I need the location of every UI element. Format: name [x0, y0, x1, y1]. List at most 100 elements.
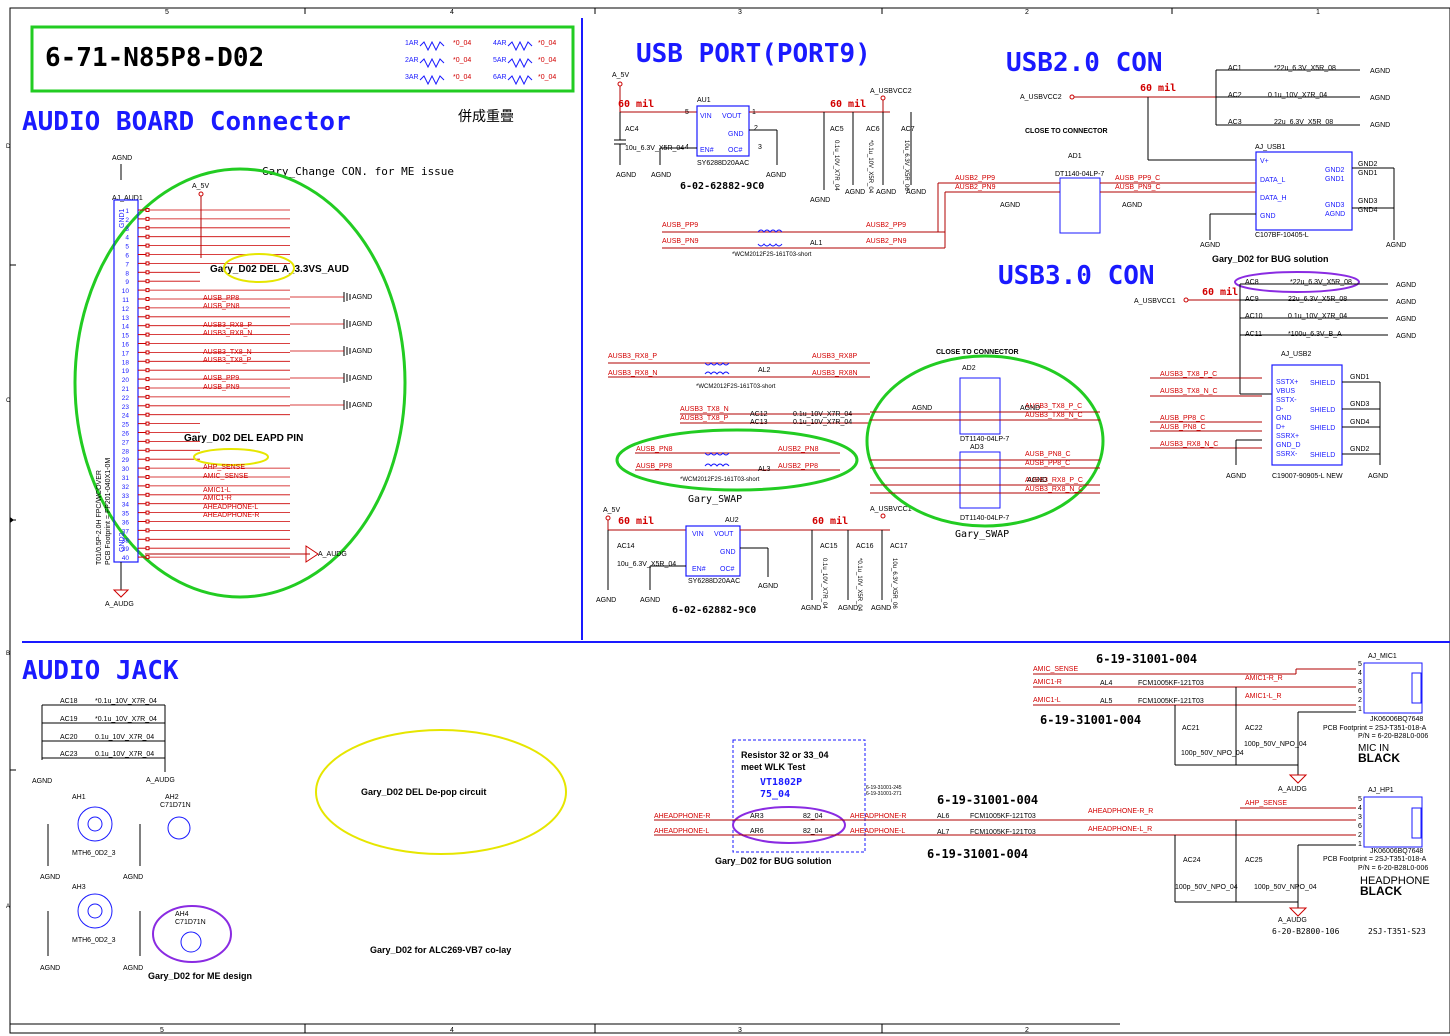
svg-text:*0_04: *0_04: [453, 40, 471, 47]
agnd-label: AGND: [352, 294, 372, 301]
audio-jack-section: AUDIO JACK AC18 AC19 AC20 AC23 *0.1u_10V…: [22, 652, 1430, 981]
svg-text:OC#: OC#: [728, 147, 743, 154]
svg-text:C71D71N: C71D71N: [160, 802, 191, 809]
svg-text:AHEADPHONE-R: AHEADPHONE-R: [654, 813, 710, 820]
row-label: B: [6, 651, 10, 657]
col-label: 3: [738, 9, 742, 16]
svg-text:AUSB_PN8_C: AUSB_PN8_C: [1160, 424, 1206, 431]
svg-text:AC4: AC4: [625, 126, 639, 133]
svg-text:GND1: GND1: [1325, 176, 1345, 183]
svg-text:DT1140-04LP-7: DT1140-04LP-7: [960, 436, 1009, 443]
svg-text:FCM1005KF-121T03: FCM1005KF-121T03: [1138, 698, 1204, 705]
usb-port-title: USB PORT(PORT9): [636, 39, 871, 69]
svg-text:3: 3: [758, 144, 762, 151]
svg-text:6-19-31001-004: 6-19-31001-004: [1096, 652, 1197, 666]
svg-text:AD2: AD2: [962, 365, 976, 372]
fpc-pin-pad: [145, 394, 150, 399]
svg-text:GND4: GND4: [1350, 419, 1370, 426]
svg-text:AC24: AC24: [1183, 857, 1201, 864]
svg-text:*0.1u_10V_X5R_04: *0.1u_10V_X5R_04: [856, 558, 862, 612]
svg-text:DT1140-04LP-7: DT1140-04LP-7: [1055, 171, 1104, 178]
svg-text:5AR: 5AR: [493, 57, 507, 64]
svg-text:SSTX-: SSTX-: [1276, 397, 1297, 404]
fpc-pin-number: 12: [122, 306, 130, 313]
svg-text:AGND: AGND: [40, 874, 60, 881]
fpc-pin-number: 38: [122, 537, 130, 544]
bug-note: Gary_D02 for BUG solution: [1212, 254, 1329, 264]
usb3-title: USB3.0 CON: [998, 261, 1155, 291]
svg-text:AH1: AH1: [72, 794, 86, 801]
svg-text:AL1: AL1: [810, 240, 823, 247]
mounting-hole-ah4: AH4 C71D71N: [152, 905, 232, 963]
svg-text:0.1u_10V_X7R_04: 0.1u_10V_X7R_04: [1288, 313, 1347, 320]
svg-text:2: 2: [754, 125, 758, 132]
fpc-pin-number: 35: [122, 511, 130, 518]
svg-text:AUSB3_TX8_P_C: AUSB3_TX8_P_C: [1025, 403, 1082, 410]
fpc-pin-number: 40: [122, 555, 130, 562]
svg-text:0.1u_10V_X7R_04: 0.1u_10V_X7R_04: [793, 419, 852, 426]
svg-text:22u_6.3V_X5R_08: 22u_6.3V_X5R_08: [1288, 296, 1347, 303]
svg-text:AGND: AGND: [1200, 242, 1220, 249]
fpc-pin-pad: [145, 537, 150, 542]
svg-text:AC13: AC13: [750, 419, 768, 426]
svg-text:AC19: AC19: [60, 716, 78, 723]
agnd-symbol: [343, 400, 351, 410]
fpc-pin-pad: [145, 386, 150, 390]
svg-text:T01/0.5P-2.0H FPC/WCOVER: T01/0.5P-2.0H FPC/WCOVER: [96, 470, 103, 565]
fpc-pin-number: 32: [122, 484, 130, 491]
svg-text:AUSB_PN8_C: AUSB_PN8_C: [1025, 451, 1071, 458]
svg-text:AUSB2_PN8: AUSB2_PN8: [778, 446, 819, 453]
fpc-pin-pad: [145, 279, 150, 284]
svg-text:*WCM2012F2S-161T03-short: *WCM2012F2S-161T03-short: [732, 252, 812, 258]
fpc-pin-pad: [145, 377, 150, 382]
fpc-pin-pad: [145, 314, 150, 319]
fpc-pin-pad: [145, 243, 150, 248]
svg-text:100p_50V_NPO_04: 100p_50V_NPO_04: [1244, 741, 1307, 748]
svg-text:D-: D-: [1276, 406, 1284, 413]
usb3-section: USB3.0 CON A_USBVCC1 60 mil AC8 AC9 AC10…: [865, 261, 1416, 540]
svg-text:AC5: AC5: [830, 126, 844, 133]
svg-text:AC1: AC1: [1228, 65, 1242, 72]
svg-text:*0.1u_10V_X7R_04: *0.1u_10V_X7R_04: [95, 716, 157, 723]
svg-text:AGND: AGND: [906, 189, 926, 196]
svg-text:AC17: AC17: [890, 543, 908, 550]
col-label: 4: [450, 1027, 454, 1034]
svg-text:AHEADPHONE-R_R: AHEADPHONE-R_R: [1088, 808, 1153, 815]
title-box: 6-71-N85P8-D02 1AR *0_04 4AR *0_04 2AR *…: [30, 25, 575, 93]
fpc-pin-number: 33: [122, 493, 130, 500]
svg-text:GND2: GND2: [1325, 167, 1345, 174]
usb-port-section: USB PORT(PORT9) A_5V 60 mil AU1 VIN VOUT…: [596, 39, 945, 616]
svg-text:AGND: AGND: [123, 874, 143, 881]
svg-text:AMIC_SENSE: AMIC_SENSE: [1033, 666, 1078, 673]
svg-text:10u_6.3V_X5R_04: 10u_6.3V_X5R_04: [625, 145, 684, 152]
audio-board-section: AUDIO BOARD Connector 併成重疊 Gary_Change C…: [22, 107, 514, 608]
power-switch-ic-2: [685, 525, 741, 577]
svg-text:AH4: AH4: [175, 911, 189, 918]
svg-text:22u_6.3V_X5R_08: 22u_6.3V_X5R_08: [1274, 119, 1333, 126]
fpc-pin-number: 13: [122, 315, 130, 322]
svg-text:2SJ-T351-S23: 2SJ-T351-S23: [1368, 927, 1426, 936]
svg-text:AGND: AGND: [40, 965, 60, 972]
svg-text:AMIC_SENSE: AMIC_SENSE: [203, 473, 248, 480]
fpc-pin-number: 16: [122, 342, 130, 349]
fpc-pin-number: 30: [122, 466, 130, 473]
svg-text:FCM1005KF-121T03: FCM1005KF-121T03: [970, 829, 1036, 836]
svg-text:AUSB_PP9_C: AUSB_PP9_C: [1115, 175, 1160, 182]
agnd-label: AGND: [352, 402, 372, 409]
svg-text:AHP_SENSE: AHP_SENSE: [1245, 800, 1287, 807]
headphone-jack: [1363, 796, 1423, 848]
svg-text:AGND: AGND: [1370, 68, 1390, 75]
svg-text:5: 5: [685, 109, 689, 116]
svg-text:SY6288D20AAC: SY6288D20AAC: [697, 160, 749, 167]
svg-text:AUSB2_PN9: AUSB2_PN9: [955, 184, 996, 191]
fpc-pin-number: 29: [122, 457, 130, 464]
svg-text:AUSB3_RX8_P_C: AUSB3_RX8_P_C: [1025, 477, 1083, 484]
row-label: A: [6, 904, 10, 910]
svg-text:0.1u_10V_X7R_04: 0.1u_10V_X7R_04: [95, 751, 154, 758]
fpc-pin-number: 21: [122, 386, 130, 393]
svg-text:1AR: 1AR: [405, 40, 419, 47]
fpc-pin-number: 24: [122, 413, 130, 420]
col-label: 1: [1316, 9, 1320, 16]
svg-text:0.1u_10V_X7R_04: 0.1u_10V_X7R_04: [95, 734, 154, 741]
